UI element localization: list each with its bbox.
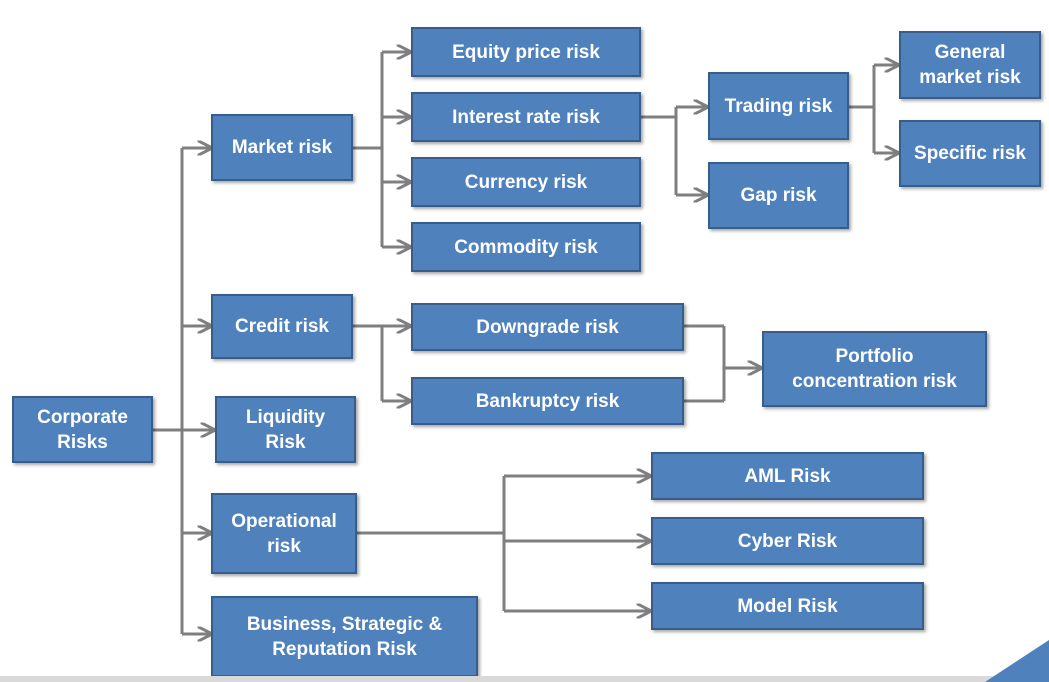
corner-accent-shape: [985, 640, 1049, 682]
node-general-market-risk: General market risk: [899, 31, 1041, 99]
node-cyber-risk-label: Cyber Risk: [737, 530, 838, 552]
node-gap-risk: Gap risk: [708, 162, 849, 229]
node-bankruptcy-risk: Bankruptcy risk: [411, 377, 684, 425]
node-downgrade-risk: Downgrade risk: [411, 303, 684, 351]
node-operational-risk: Operational risk: [211, 493, 357, 574]
node-liquidity-risk: Liquidity Risk: [215, 396, 356, 463]
node-equity-price-risk-label: Equity price risk: [452, 41, 600, 63]
node-model-risk-label: Model Risk: [737, 595, 838, 617]
node-currency-risk-label: Currency risk: [464, 171, 588, 193]
node-operational-risk-label: Operational risk: [231, 510, 337, 557]
node-trading-risk-label: Trading risk: [724, 95, 833, 117]
node-business-strategic-reputation-risk-label: Business, Strategic & Reputation Risk: [246, 613, 443, 660]
node-trading-risk: Trading risk: [708, 72, 849, 140]
node-credit-risk-label: Credit risk: [235, 316, 329, 337]
node-corporate-risks: Corporate Risks: [12, 396, 153, 463]
node-market-risk: Market risk: [211, 114, 353, 181]
node-equity-price-risk: Equity price risk: [411, 27, 641, 77]
node-cyber-risk: Cyber Risk: [651, 517, 924, 565]
node-portfolio-concentration-risk: Portfolio concentration risk: [762, 331, 987, 407]
node-bankruptcy-risk-label: Bankruptcy risk: [475, 390, 620, 412]
node-general-market-risk-label: General market risk: [919, 42, 1021, 88]
node-specific-risk: Specific risk: [899, 120, 1041, 187]
node-corporate-risks-label: Corporate Risks: [37, 406, 128, 453]
node-specific-risk-label: Specific risk: [914, 143, 1026, 164]
node-gap-risk-label: Gap risk: [740, 185, 817, 206]
node-interest-rate-risk: Interest rate risk: [411, 92, 641, 142]
node-portfolio-concentration-risk-label: Portfolio concentration risk: [792, 346, 957, 392]
node-liquidity-risk-label: Liquidity Risk: [245, 406, 326, 453]
node-downgrade-risk-label: Downgrade risk: [476, 316, 619, 338]
node-commodity-risk-label: Commodity risk: [454, 236, 598, 258]
node-currency-risk: Currency risk: [411, 157, 641, 207]
node-interest-rate-risk-label: Interest rate risk: [452, 106, 600, 128]
node-credit-risk: Credit risk: [211, 294, 353, 359]
node-market-risk-label: Market risk: [231, 137, 333, 158]
node-commodity-risk: Commodity risk: [411, 222, 641, 272]
node-business-strategic-reputation-risk: Business, Strategic & Reputation Risk: [211, 596, 478, 677]
node-aml-risk: AML Risk: [651, 452, 924, 500]
bottom-strip: [0, 676, 1049, 682]
node-model-risk: Model Risk: [651, 582, 924, 630]
node-aml-risk-label: AML Risk: [744, 465, 831, 487]
